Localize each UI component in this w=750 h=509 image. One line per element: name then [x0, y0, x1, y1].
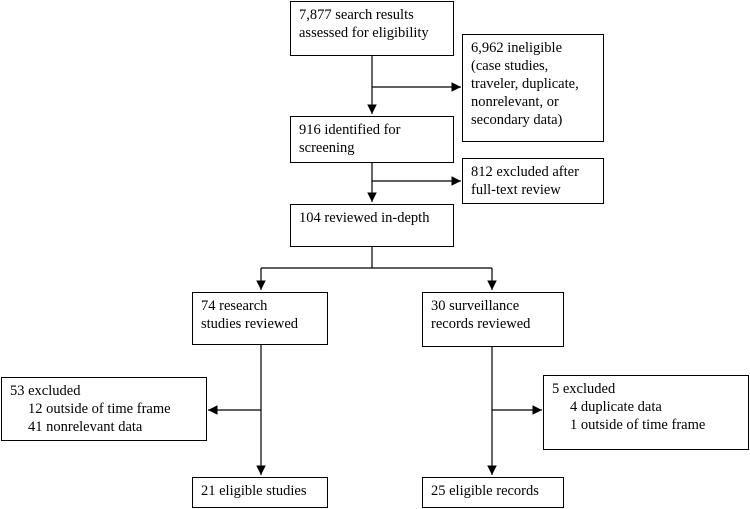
excluded-research-item-2: 41 nonrelevant data	[28, 419, 143, 435]
reviewed-indepth-box: 104 reviewed in-depth	[290, 204, 454, 247]
excluded-research-title: 53 excluded	[10, 383, 81, 399]
search-results-box: 7,877 search results assessed for eligib…	[290, 1, 454, 56]
eligible-studies-box: 21 eligible studies	[192, 477, 328, 508]
identified-box: 916 identified for screening	[290, 116, 454, 163]
identified-line-2: screening	[299, 140, 355, 156]
excluded-surveillance-box: 5 excluded 4 duplicate data 1 outside of…	[543, 375, 749, 450]
surveillance-records-box: 30 surveillance records reviewed	[422, 292, 564, 347]
excluded-fulltext-box: 812 excluded after full-text review	[462, 158, 604, 204]
ineligible-line-4: nonrelevant, or	[471, 94, 559, 110]
surveillance-records-line-1: 30 surveillance	[431, 298, 520, 314]
eligible-studies-line-1: 21 eligible studies	[201, 483, 307, 499]
excluded-surveillance-item-1: 4 duplicate data	[570, 399, 662, 415]
research-studies-line-1: 74 research	[201, 298, 268, 314]
ineligible-box: 6,962 ineligible (case studies, traveler…	[462, 34, 604, 142]
surveillance-records-line-2: records reviewed	[431, 316, 531, 332]
ineligible-line-3: traveler, duplicate,	[471, 76, 579, 92]
excluded-fulltext-line-2: full-text review	[471, 182, 561, 198]
eligible-records-box: 25 eligible records	[422, 477, 564, 508]
search-results-line-2: assessed for eligibility	[299, 25, 429, 41]
excluded-research-box: 53 excluded 12 outside of time frame 41 …	[1, 377, 207, 441]
excluded-fulltext-line-1: 812 excluded after	[471, 164, 579, 180]
search-results-line-1: 7,877 search results	[299, 7, 414, 23]
ineligible-line-5: secondary data)	[471, 112, 563, 128]
excluded-research-item-1: 12 outside of time frame	[28, 401, 171, 417]
ineligible-line-2: (case studies,	[471, 58, 549, 74]
research-studies-box: 74 research studies reviewed	[192, 292, 328, 345]
ineligible-line-1: 6,962 ineligible	[471, 40, 563, 56]
eligible-records-line-1: 25 eligible records	[431, 483, 539, 499]
identified-line-1: 916 identified for	[299, 122, 401, 138]
excluded-surveillance-title: 5 excluded	[552, 381, 616, 397]
reviewed-indepth-line-1: 104 reviewed in-depth	[299, 210, 430, 226]
excluded-surveillance-item-2: 1 outside of time frame	[570, 417, 706, 433]
research-studies-line-2: studies reviewed	[201, 316, 299, 332]
